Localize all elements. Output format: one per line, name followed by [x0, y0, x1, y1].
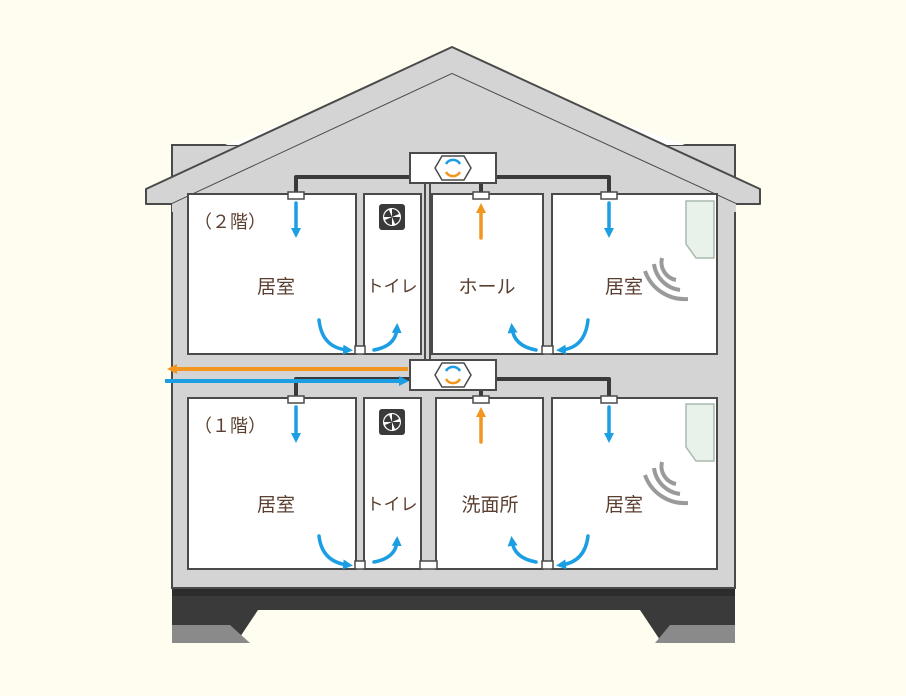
- room-label: 居室: [604, 494, 644, 516]
- heat-exchange-ventilator-icon: [409, 152, 497, 184]
- diffusers-first-floor: [287, 395, 618, 404]
- diffusers-second-floor: [287, 191, 618, 200]
- room-label: 居室: [256, 276, 296, 298]
- door-undercut-vents: [354, 345, 554, 570]
- vertical-duct: [424, 183, 431, 362]
- ducts-second-floor: [294, 175, 611, 192]
- foundation: [172, 588, 735, 643]
- floor-label-second: （２階）: [194, 212, 266, 233]
- outdoor-air-flow: [165, 364, 409, 386]
- room-label: 居室: [604, 276, 644, 298]
- supply-air-arrows-second-floor: [291, 201, 614, 355]
- air-conditioner-icon: [643, 403, 715, 506]
- exhaust-fan-icon: [379, 204, 405, 230]
- room-label: トイレ: [366, 277, 418, 297]
- second-floor-rooms: [187, 193, 718, 355]
- first-floor-rooms: [187, 397, 718, 570]
- supply-air-arrows-first-floor: [291, 405, 614, 570]
- roof: [145, 46, 761, 212]
- room-label: 洗面所: [461, 494, 519, 516]
- room-label: トイレ: [366, 495, 418, 515]
- room-label: ホール: [458, 276, 516, 298]
- air-conditioner-icon: [643, 200, 715, 302]
- exhaust-fan-icon: [379, 409, 405, 435]
- floor-label-first: （１階）: [194, 416, 266, 437]
- heat-exchange-ventilator-icon: [409, 359, 497, 391]
- room-label: 居室: [256, 494, 296, 516]
